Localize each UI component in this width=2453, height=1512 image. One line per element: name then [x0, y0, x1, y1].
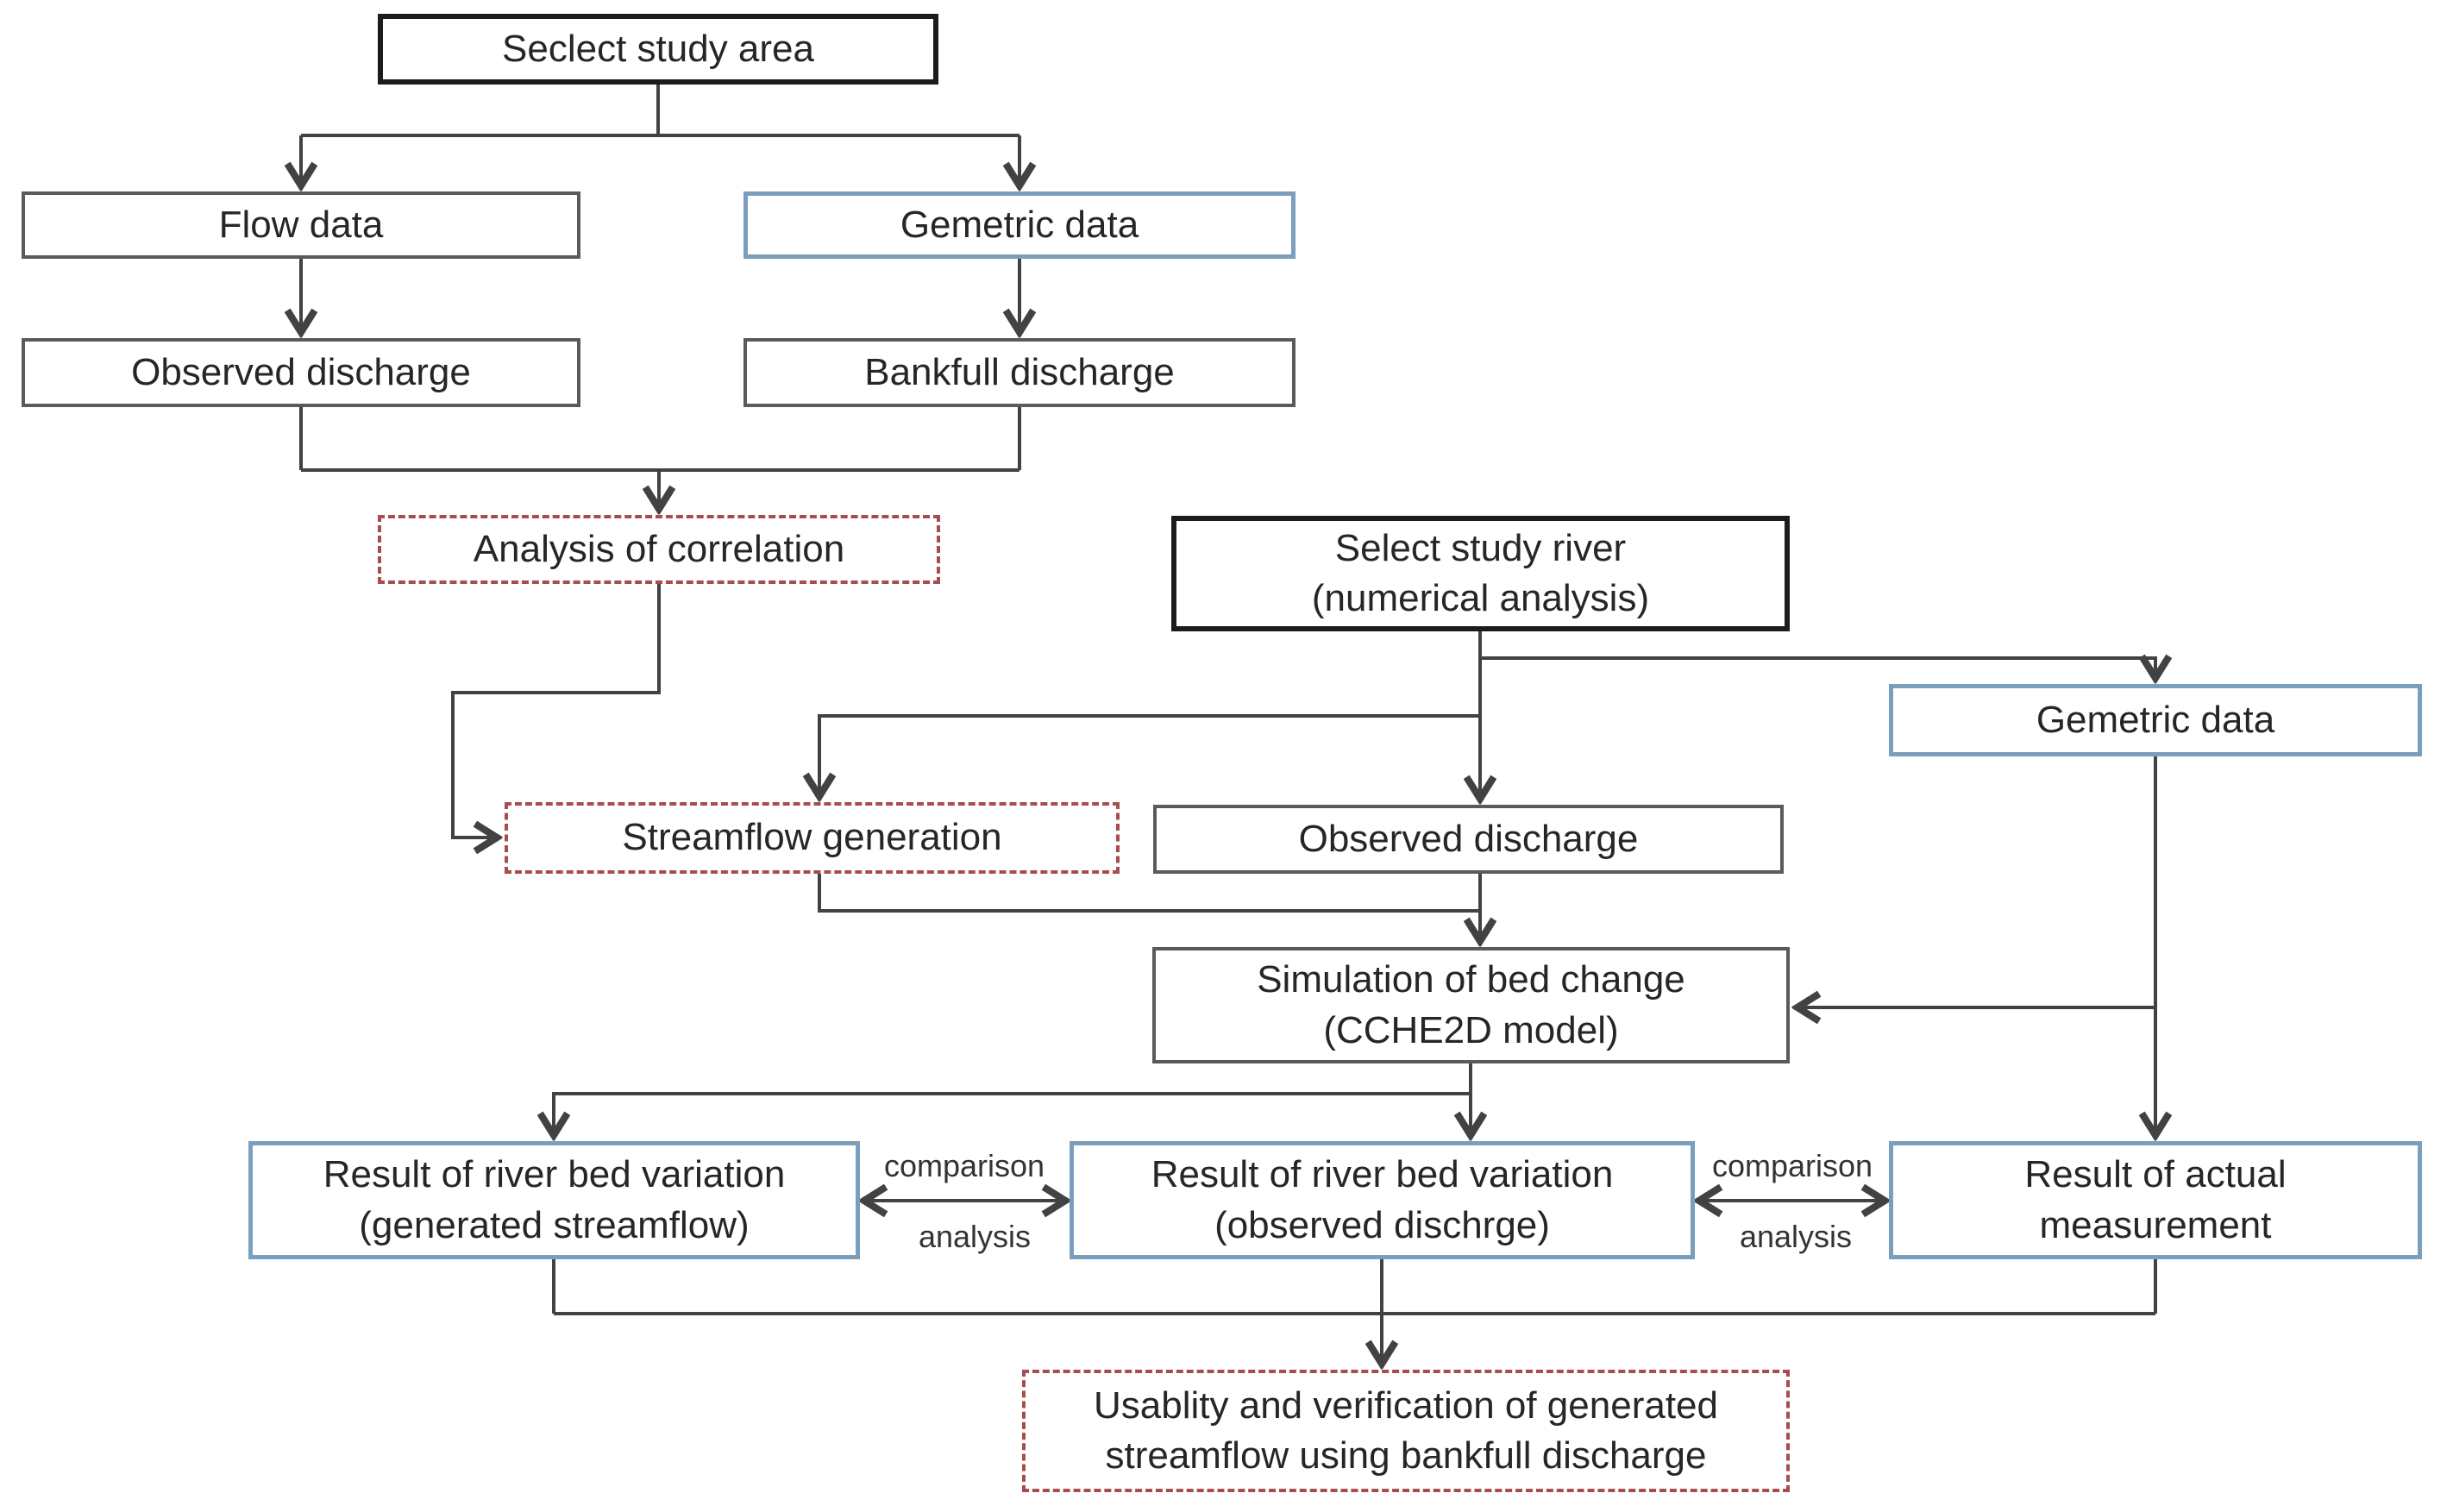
node-select-study-area: Seclect study area: [378, 14, 938, 85]
node-streamflow-generation: Streamflow generation: [505, 802, 1120, 874]
node-flow-data: Flow data: [22, 191, 580, 259]
analysis-label-left: analysis: [918, 1219, 1032, 1254]
comparison-label-left: comparison: [883, 1148, 1045, 1183]
node-observed-discharge-left: Observed discharge: [22, 338, 580, 407]
node-observed-discharge-mid: Observed discharge: [1153, 805, 1784, 874]
node-gemetric-data-right: Gemetric data: [1889, 684, 2422, 756]
node-result-generated-streamflow: Result of river bed variation (generated…: [248, 1141, 860, 1259]
node-select-study-river: Select study river (numerical analysis): [1171, 516, 1790, 631]
node-usability-verification: Usablity and verification of generated s…: [1022, 1370, 1790, 1492]
analysis-label-right: analysis: [1739, 1219, 1853, 1254]
node-analysis-of-correlation: Analysis of correlation: [378, 515, 940, 584]
comparison-label-right: comparison: [1711, 1148, 1873, 1183]
node-result-actual-measurement: Result of actual measurement: [1889, 1141, 2422, 1259]
node-bankfull-discharge: Bankfull discharge: [743, 338, 1296, 407]
node-result-observed-dischrge: Result of river bed variation (observed …: [1070, 1141, 1695, 1259]
node-gemetric-data-top: Gemetric data: [743, 191, 1296, 259]
node-simulation-of-bed-change: Simulation of bed change (CCHE2D model): [1152, 947, 1790, 1063]
